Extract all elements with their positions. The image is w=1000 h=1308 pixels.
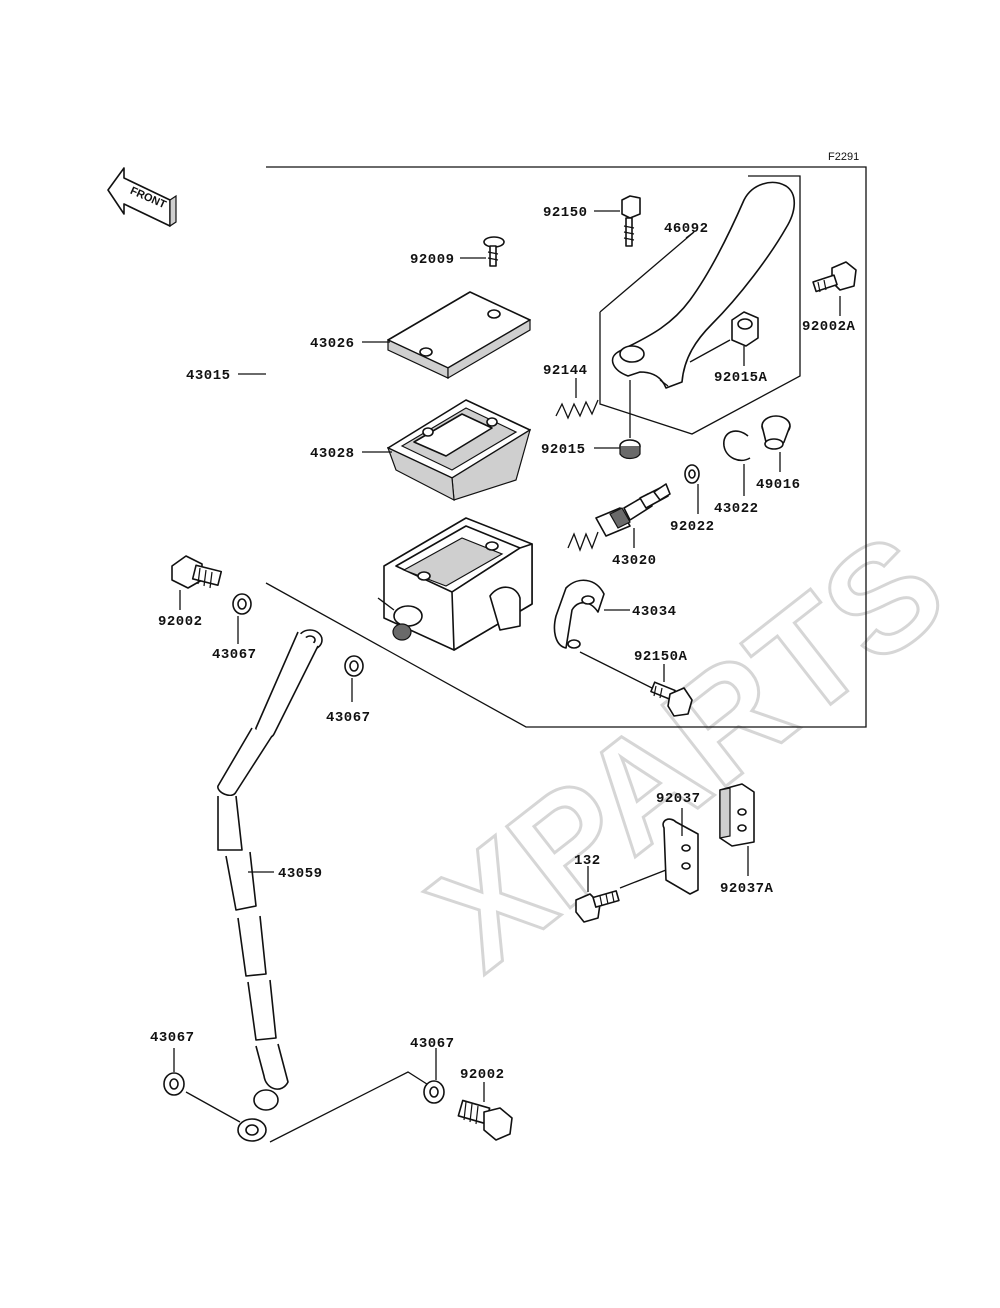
label-43022: 43022 (714, 501, 759, 517)
hose-leader-lines (185, 1071, 431, 1143)
hose-clamp-92037-icon (662, 818, 699, 895)
label-43028: 43028 (310, 446, 355, 462)
brake-lever-46092-icon (611, 181, 796, 389)
bolt-92150A-icon (650, 681, 693, 717)
label-92144: 92144 (543, 363, 588, 379)
banjo-bolt-92002-bottom-icon (457, 1099, 513, 1141)
label-92022: 92022 (670, 519, 715, 535)
bolt-92002A-icon (812, 261, 857, 293)
washer-92022-icon (684, 464, 700, 484)
label-92002A: 92002A (802, 319, 856, 335)
lever-bracket (599, 175, 801, 435)
label-43034: 43034 (632, 604, 677, 620)
bolt-92150-icon (621, 195, 641, 247)
boot-49016-icon (761, 415, 791, 450)
label-43026: 43026 (310, 336, 355, 352)
label-92037A: 92037A (720, 881, 774, 897)
front-arrow-icon: FRONT (107, 167, 177, 228)
label-46092: 46092 (664, 221, 709, 237)
assembly-frame (265, 166, 867, 728)
label-92150: 92150 (543, 205, 588, 221)
hose-clamp-92037A-icon (719, 783, 755, 847)
washer-43067-d-icon (423, 1080, 445, 1104)
label-43020: 43020 (612, 553, 657, 569)
washer-43067-b-icon (344, 655, 364, 677)
label-43067-d: 43067 (410, 1036, 455, 1052)
label-92009: 92009 (410, 252, 455, 268)
banjo-bolt-92002-top-icon (171, 555, 223, 589)
label-92150A: 92150A (634, 649, 688, 665)
label-92015: 92015 (541, 442, 586, 458)
screw-92009-icon (483, 236, 505, 267)
label-43067-b: 43067 (326, 710, 371, 726)
label-92037: 92037 (656, 791, 701, 807)
figure-code: F2291 (828, 151, 859, 163)
label-43067-c: 43067 (150, 1030, 195, 1046)
label-132: 132 (574, 853, 601, 869)
washer-43067-c-icon (163, 1072, 185, 1096)
brake-hose-43059-icon (217, 629, 323, 1142)
label-49016: 49016 (756, 477, 801, 493)
label-43015: 43015 (186, 368, 231, 384)
label-92002-top: 92002 (158, 614, 203, 630)
circlip-43022-icon (723, 430, 751, 462)
reservoir-cover-43026-icon (387, 291, 531, 380)
label-92015A: 92015A (714, 370, 768, 386)
bolt-132-icon (575, 890, 620, 923)
label-43067-a: 43067 (212, 647, 257, 663)
nut-92015A-icon (731, 311, 759, 347)
washer-43067-a-icon (232, 593, 252, 615)
spring-92144-icon (555, 399, 599, 420)
clamp-43034-icon (553, 579, 605, 649)
piston-kit-43020-icon (567, 483, 671, 552)
nut-92015-icon (619, 439, 641, 460)
diaphragm-43028-icon (386, 399, 531, 502)
label-92002-bottom: 92002 (460, 1067, 505, 1083)
label-43059: 43059 (278, 866, 323, 882)
master-cylinder-body-icon (377, 517, 533, 651)
